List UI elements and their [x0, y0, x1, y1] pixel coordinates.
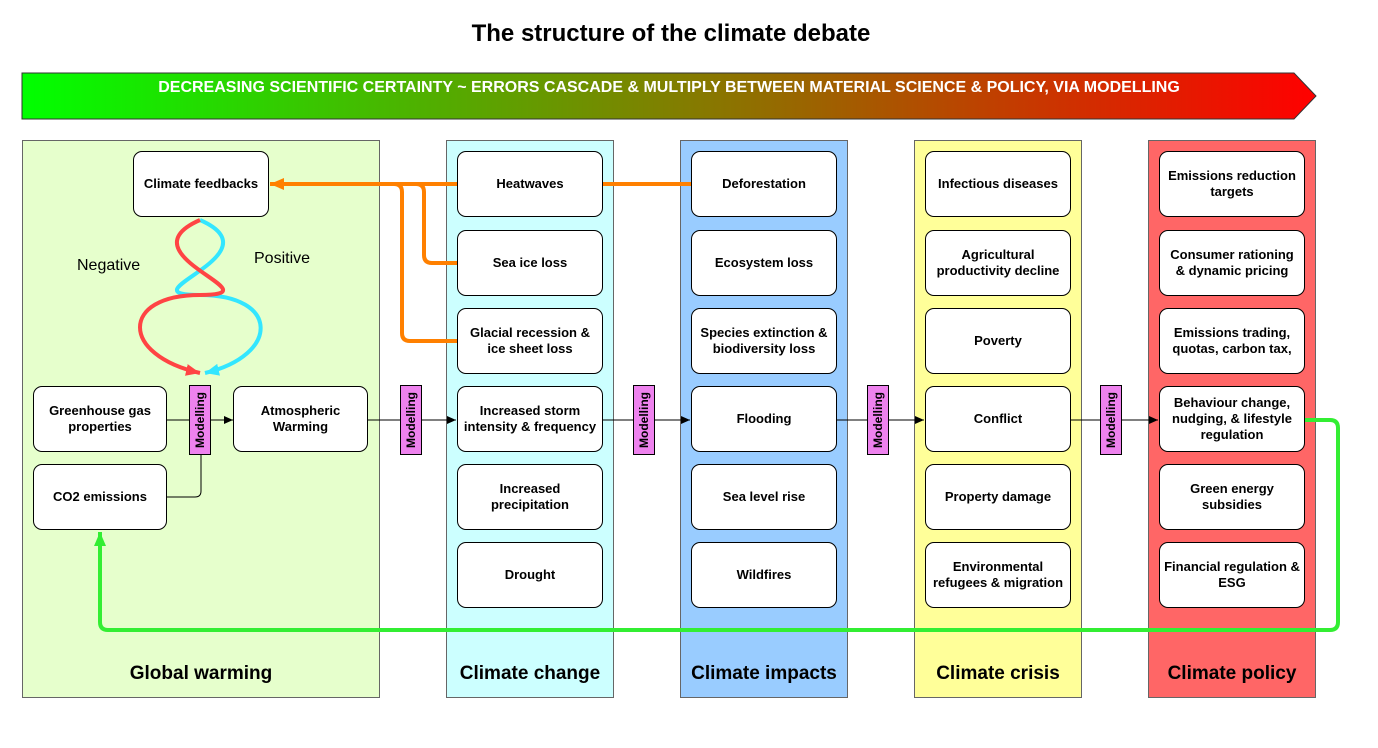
positive-feedback-label: Positive	[254, 250, 311, 267]
panel-label-climate-crisis: Climate crisis	[936, 663, 1060, 684]
panel-label-global-warming: Global warming	[129, 663, 273, 684]
co2-to-modelling-line	[167, 455, 202, 498]
climate-crisis-node: Agricultural productivity decline	[925, 230, 1071, 296]
climate-impacts-node: Flooding	[691, 386, 837, 452]
climate-policy-node: Consumer rationing & dynamic pricing	[1159, 230, 1305, 296]
climate-policy-node: Emissions trading, quotas, carbon tax,	[1159, 308, 1305, 374]
climate-crisis-node: Poverty	[925, 308, 1071, 374]
modelling-label: Modelling	[637, 392, 651, 448]
negative-feedback-label: Negative	[77, 257, 141, 274]
atmospheric-warming-node: Atmospheric Warming	[233, 386, 368, 452]
modelling-label: Modelling	[871, 392, 885, 448]
certainty-banner-arrow	[21, 72, 1317, 120]
climate-impacts-node: Wildfires	[691, 542, 837, 608]
modelling-box-impacts: Modelling	[633, 385, 655, 455]
positive-feedback-curve	[138, 218, 226, 376]
climate-impacts-node: Ecosystem loss	[691, 230, 837, 296]
climate-change-node: Increased storm intensity & frequency	[457, 386, 603, 452]
modelling-box-policy: Modelling	[1100, 385, 1122, 455]
climate-change-node: Sea ice loss	[457, 230, 603, 296]
modelling-label: Modelling	[404, 392, 418, 448]
policy-loop-line	[94, 418, 1340, 632]
co2-emissions-node: CO2 emissions	[33, 464, 167, 530]
climate-policy-node: Behaviour change, nudging, & lifestyle r…	[1159, 386, 1305, 452]
modelling-box-change: Modelling	[400, 385, 422, 455]
panel-label-climate-change: Climate change	[459, 663, 601, 684]
climate-change-node: Increased precipitation	[457, 464, 603, 530]
panel-label-climate-policy: Climate policy	[1167, 663, 1297, 684]
certainty-banner-text: DECREASING SCIENTIFIC CERTAINTY ~ ERRORS…	[158, 79, 1180, 96]
climate-crisis-node: Conflict	[925, 386, 1071, 452]
modelling-box-crisis: Modelling	[867, 385, 889, 455]
climate-policy-node: Green energy subsidies	[1159, 464, 1305, 530]
climate-impacts-node: Species extinction & biodiversity loss	[691, 308, 837, 374]
climate-policy-node: Emissions reduction targets	[1159, 151, 1305, 217]
panel-label-climate-impacts: Climate impacts	[691, 663, 837, 684]
climate-impacts-node: Deforestation	[691, 151, 837, 217]
sea-ice-feedback-line	[415, 182, 457, 265]
climate-change-node: Heatwaves	[457, 151, 603, 217]
climate-change-node: Drought	[457, 542, 603, 608]
climate-change-node: Glacial recession & ice sheet loss	[457, 308, 603, 374]
climate-impacts-node: Sea level rise	[691, 464, 837, 530]
modelling-label: Modelling	[1104, 392, 1118, 448]
page-title: The structure of the climate debate	[471, 20, 871, 47]
climate-crisis-node: Infectious diseases	[925, 151, 1071, 217]
climate-crisis-node: Environmental refugees & migration	[925, 542, 1071, 608]
greenhouse-gas-node: Greenhouse gas properties	[33, 386, 167, 452]
modelling-box-warming: Modelling	[189, 385, 211, 455]
glacial-feedback-line	[393, 182, 457, 343]
climate-crisis-node: Property damage	[925, 464, 1071, 530]
climate-feedbacks-node: Climate feedbacks	[133, 151, 269, 217]
climate-policy-node: Financial regulation & ESG	[1159, 542, 1305, 608]
modelling-label: Modelling	[193, 392, 207, 448]
